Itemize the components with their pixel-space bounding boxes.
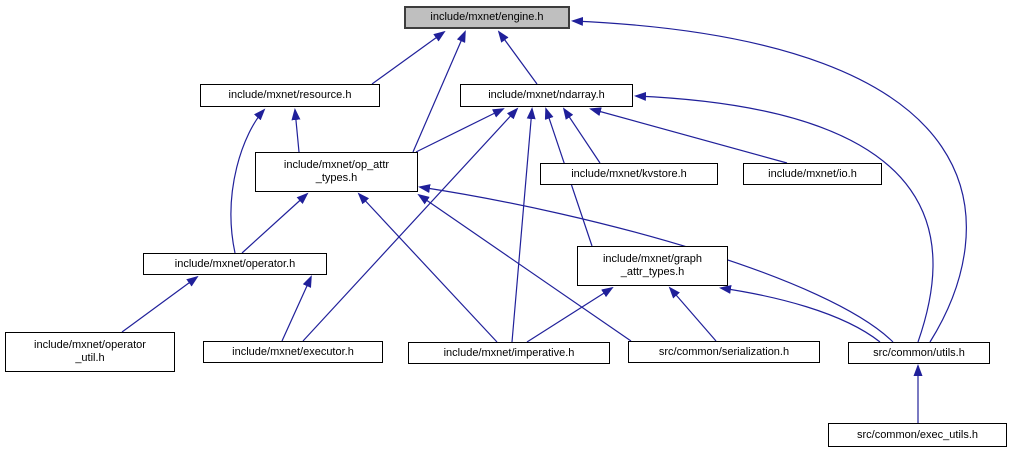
edge-imperative-to-op-attr-types <box>357 192 498 343</box>
node-label: src/common/serialization.h <box>658 345 790 358</box>
node-label: include/mxnet/executor.h <box>232 345 354 358</box>
edge-resource-to-engine <box>371 30 446 85</box>
edge-serialization-to-graph-attr-types <box>668 286 717 342</box>
edge-utils-to-graph-attr-types <box>719 285 881 343</box>
edge-op-attr-types-to-ndarray <box>415 108 505 153</box>
node-kvstore[interactable]: include/mxnet/kvstore.h <box>540 163 718 185</box>
node-label: src/common/exec_utils.h <box>856 428 979 441</box>
edge-serialization-to-op-attr-types <box>417 193 632 342</box>
node-label: _types.h <box>315 172 358 184</box>
node-serialization[interactable]: src/common/serialization.h <box>628 341 820 363</box>
edge-operator-to-op-attr-types <box>241 192 309 254</box>
node-op-attr-types[interactable]: include/mxnet/op_attr_types.h <box>255 152 418 192</box>
node-label: _util.h <box>75 352 105 364</box>
edge-executor-to-operator <box>281 275 312 342</box>
node-label: include/mxnet/op_attr <box>283 159 390 171</box>
node-operator[interactable]: include/mxnet/operator.h <box>143 253 327 275</box>
edge-op-attr-types-to-engine <box>412 30 466 153</box>
edge-op-attr-types-to-resource <box>291 108 301 153</box>
edge-io-to-ndarray <box>589 107 788 164</box>
node-exec-utils[interactable]: src/common/exec_utils.h <box>828 423 1007 447</box>
node-resource[interactable]: include/mxnet/resource.h <box>200 84 380 107</box>
node-label: include/mxnet/operator <box>34 339 146 351</box>
node-utils[interactable]: src/common/utils.h <box>848 342 990 364</box>
node-executor[interactable]: include/mxnet/executor.h <box>203 341 383 363</box>
node-label: include/mxnet/io.h <box>768 167 857 180</box>
edge-imperative-to-graph-attr-types <box>526 286 614 343</box>
node-label: include/mxnet/engine.h <box>430 11 544 23</box>
node-imperative[interactable]: include/mxnet/imperative.h <box>408 342 610 364</box>
node-ndarray[interactable]: include/mxnet/ndarray.h <box>460 84 633 107</box>
edge-ndarray-to-engine <box>497 30 538 85</box>
edge-utils-to-ndarray <box>634 91 934 343</box>
edge-imperative-to-ndarray <box>511 107 536 343</box>
node-graph-attr-types[interactable]: include/mxnet/graph_attr_types.h <box>577 246 728 286</box>
node-io[interactable]: include/mxnet/io.h <box>743 163 882 185</box>
node-label: include/mxnet/graph <box>602 253 703 265</box>
node-label: include/mxnet/resource.h <box>228 89 352 101</box>
node-label: include/mxnet/operator.h <box>174 257 296 270</box>
node-label: _attr_types.h <box>620 266 685 278</box>
edge-kvstore-to-ndarray <box>562 107 601 164</box>
node-label: include/mxnet/imperative.h <box>443 346 575 359</box>
edge-executor-to-ndarray <box>302 107 519 342</box>
node-label: include/mxnet/kvstore.h <box>571 167 687 180</box>
node-label: src/common/utils.h <box>873 346 965 359</box>
edge-operator-to-resource <box>230 108 266 254</box>
node-label: include/mxnet/ndarray.h <box>488 89 605 101</box>
edge-utils-to-engine <box>571 16 967 343</box>
node-operator-util[interactable]: include/mxnet/operator_util.h <box>5 332 175 372</box>
node-engine[interactable]: include/mxnet/engine.h <box>404 6 570 29</box>
edge-operator-util-to-operator <box>121 275 199 333</box>
